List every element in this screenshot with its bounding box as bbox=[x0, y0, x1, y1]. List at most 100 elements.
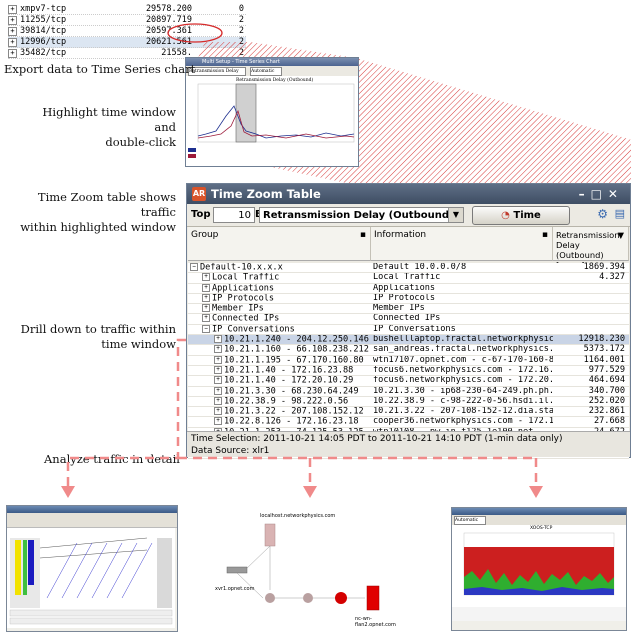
top-label: Top bbox=[191, 209, 211, 220]
expand-icon[interactable]: + bbox=[8, 27, 17, 36]
left-host-label: xvr1.opnet.com bbox=[215, 586, 255, 592]
metric-select[interactable]: Retransmission Delay (... bbox=[188, 67, 246, 76]
expand-toggle-icon[interactable]: + bbox=[214, 417, 222, 426]
metric-select[interactable]: Retransmission Delay (Outbound) ▼ bbox=[259, 207, 464, 223]
expand-toggle-icon[interactable]: − bbox=[202, 324, 210, 333]
metric-cell: 4.327 bbox=[599, 272, 625, 283]
information-cell: Member IPs bbox=[373, 304, 425, 314]
information-cell: IP Protocols bbox=[373, 293, 436, 303]
port-value: 20897.719 bbox=[145, 15, 192, 25]
port-name: xmpv7-tcp bbox=[20, 4, 67, 14]
top-host-label: localhost.networkphysics.com bbox=[260, 513, 336, 519]
expand-toggle-icon[interactable]: + bbox=[214, 335, 222, 344]
traffic-chart-window: Automatic XOOS-TCP bbox=[451, 507, 627, 631]
window-controls[interactable]: –□✕ bbox=[578, 187, 624, 201]
expand-toggle-icon[interactable]: + bbox=[214, 345, 222, 354]
caption-analyze: Analyze traffic in detail bbox=[44, 452, 180, 466]
export-icon[interactable]: ▤ bbox=[614, 207, 625, 220]
information-cell: focus6.networkphysics.com - 172.16.... bbox=[373, 365, 553, 375]
metric-cell: 5373.172 bbox=[583, 344, 625, 355]
expand-toggle-icon[interactable]: + bbox=[202, 314, 210, 323]
metric-cell: 1869.394 bbox=[583, 262, 625, 272]
stacked-traffic-plot[interactable] bbox=[452, 525, 624, 605]
app-logo-icon: AR bbox=[192, 187, 206, 201]
expand-toggle-icon[interactable]: + bbox=[202, 283, 210, 292]
right-chart-title: XOOS-TCP bbox=[530, 526, 553, 531]
port-value: 21558. bbox=[161, 48, 192, 58]
settings-icon[interactable]: ⚙ bbox=[597, 207, 608, 221]
drill-down-arrows bbox=[61, 338, 543, 498]
port-count: 2 bbox=[238, 15, 244, 25]
port-count: 2 bbox=[238, 26, 244, 36]
group-cell: +10.22.38.9 - 98.222.0.56 bbox=[190, 396, 392, 407]
group-cell: +Member IPs bbox=[190, 304, 380, 314]
mode-select[interactable]: Automatic bbox=[250, 67, 282, 76]
expand-toggle-icon[interactable]: + bbox=[214, 365, 222, 374]
chevron-down-icon[interactable]: ▼ bbox=[448, 208, 463, 222]
time-selection-button[interactable]: ◔ Time Selection... bbox=[472, 206, 570, 238]
transaction-analyzer-window bbox=[6, 505, 178, 632]
expand-toggle-icon[interactable]: + bbox=[214, 396, 222, 405]
expand-icon[interactable]: + bbox=[8, 38, 17, 47]
highlight-circle bbox=[167, 23, 223, 43]
group-cell: +10.21.3.22 - 207.108.152.12 bbox=[190, 407, 392, 417]
information-cell: Applications bbox=[373, 283, 436, 293]
expand-toggle-icon[interactable]: + bbox=[214, 407, 222, 416]
port-name: 11255/tcp bbox=[20, 15, 67, 25]
metric-cell: 232.861 bbox=[588, 406, 625, 417]
time-series-plot[interactable] bbox=[186, 76, 356, 160]
metric-cell: 464.694 bbox=[588, 375, 625, 386]
tcp-row[interactable]: +11255/tcp 20897.719 2 bbox=[8, 15, 246, 26]
caption-export: Export data to Time Series chart bbox=[4, 62, 196, 76]
column-header-information[interactable]: Information▪ bbox=[371, 227, 553, 261]
expand-icon[interactable]: + bbox=[8, 5, 17, 14]
port-name: 12996/tcp bbox=[20, 37, 67, 47]
expand-toggle-icon[interactable]: + bbox=[202, 273, 210, 282]
data-exchange-chart[interactable] bbox=[7, 528, 175, 628]
expand-toggle-icon[interactable]: + bbox=[202, 293, 210, 302]
right-mode-select[interactable]: Automatic bbox=[454, 516, 486, 525]
network-topology bbox=[226, 523, 380, 611]
data-source-status: Data Source: xlr1 bbox=[191, 446, 270, 456]
expand-toggle-icon[interactable]: + bbox=[214, 386, 222, 395]
top-count-input[interactable] bbox=[213, 207, 255, 223]
group-cell: +Local Traffic bbox=[190, 273, 380, 283]
expand-toggle-icon[interactable]: − bbox=[190, 263, 198, 271]
chart-title-bar bbox=[452, 508, 626, 515]
expand-icon[interactable]: + bbox=[8, 16, 17, 25]
chart-title: Retransmission Delay (Outbound) bbox=[236, 78, 314, 83]
group-cell: +10.21.1.40 - 172.20.10.29 bbox=[190, 376, 392, 386]
time-zoom-title-bar: AR Time Zoom Table –□✕ bbox=[187, 184, 630, 204]
expand-toggle-icon[interactable]: + bbox=[202, 304, 210, 313]
information-cell: cooper36.networkphysics.com - 172.1... bbox=[373, 417, 553, 427]
group-cell: +Applications bbox=[190, 283, 380, 294]
column-header-group[interactable]: Group▪ bbox=[188, 227, 371, 261]
expand-toggle-icon[interactable]: + bbox=[214, 376, 222, 385]
expand-icon[interactable]: + bbox=[8, 49, 17, 58]
metric-cell: 12918.230 bbox=[578, 334, 625, 345]
group-cell: +IP Protocols bbox=[190, 293, 380, 304]
expand-toggle-icon[interactable]: + bbox=[214, 355, 222, 364]
column-header-metric[interactable]: Retransmission Delay (Outbound) [msec]▼ bbox=[553, 227, 629, 270]
information-cell: bushelllaptop.fractal.networkphysic... bbox=[373, 335, 553, 345]
